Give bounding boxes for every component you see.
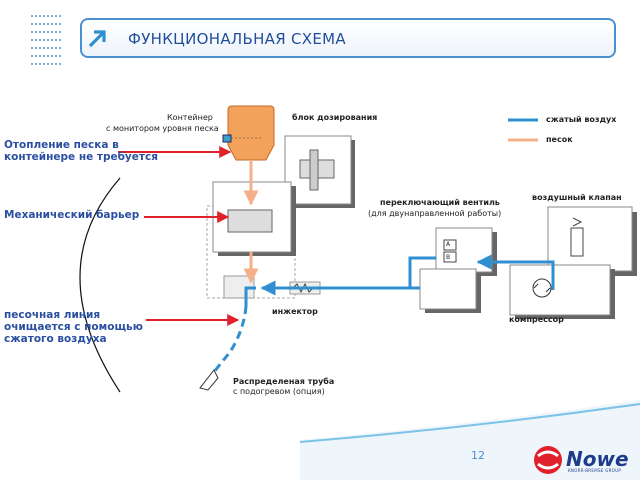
callout-barrier: Механический барьер <box>4 209 140 221</box>
valve-port-b: B <box>446 254 451 261</box>
callout-sandline-3: сжатого воздуха <box>4 333 107 345</box>
air-line-valve <box>408 256 436 288</box>
nowe-logo: Nowe <box>566 447 629 471</box>
injector-label: инжектор <box>272 307 318 316</box>
sand-container <box>222 105 275 161</box>
container-subtitle: с монитором уровня песка <box>106 124 219 133</box>
compressor-label: компрессор <box>509 315 564 324</box>
nowe-logo-mark <box>534 446 562 474</box>
bottom-swoosh-line <box>299 403 640 443</box>
page-title: ФУНКЦИОНАЛЬНАЯ СХЕМА <box>128 30 346 48</box>
pipe-subtitle: с подогревом (опция) <box>233 387 325 396</box>
switch-title: переключающий вентиль <box>380 198 500 207</box>
arrow-up-right-icon <box>88 30 106 48</box>
dosing-label: блок дозирования <box>292 113 378 122</box>
nozzle <box>199 369 219 391</box>
title-bar <box>80 18 616 58</box>
dosing-box-middle <box>212 181 296 256</box>
callout-heating-2: контейнере не требуется <box>4 151 158 163</box>
nowe-logo-subtitle: KNORR-BREMSE GROUP <box>568 468 622 473</box>
decorative-dots <box>30 12 62 68</box>
callout-sandline-1: песочная линия <box>4 309 101 321</box>
wheel-arc <box>79 177 121 393</box>
legend-sand-label: песок <box>546 135 573 144</box>
injector-elbow <box>244 286 256 306</box>
legend-air-label: сжатый воздух <box>546 115 617 124</box>
compressor-image <box>509 264 615 319</box>
pipe-title: Распределеная труба <box>233 377 335 386</box>
valve-port-a: A <box>446 241 451 248</box>
switch-subtitle: (для двунаправленной работы) <box>368 209 502 218</box>
air-valve-label: воздушный клапан <box>532 193 622 202</box>
dosing-unit-image <box>284 135 355 208</box>
switching-valve-lower <box>419 268 481 313</box>
container-title: Контейнер <box>167 113 213 122</box>
callout-heating-1: Отопление песка в <box>4 139 119 151</box>
callout-sandline-2: очищается с помощью <box>4 321 143 333</box>
page-number: 12 <box>471 449 485 462</box>
distribution-pipe <box>212 305 248 373</box>
air-line-compressor <box>493 260 555 290</box>
